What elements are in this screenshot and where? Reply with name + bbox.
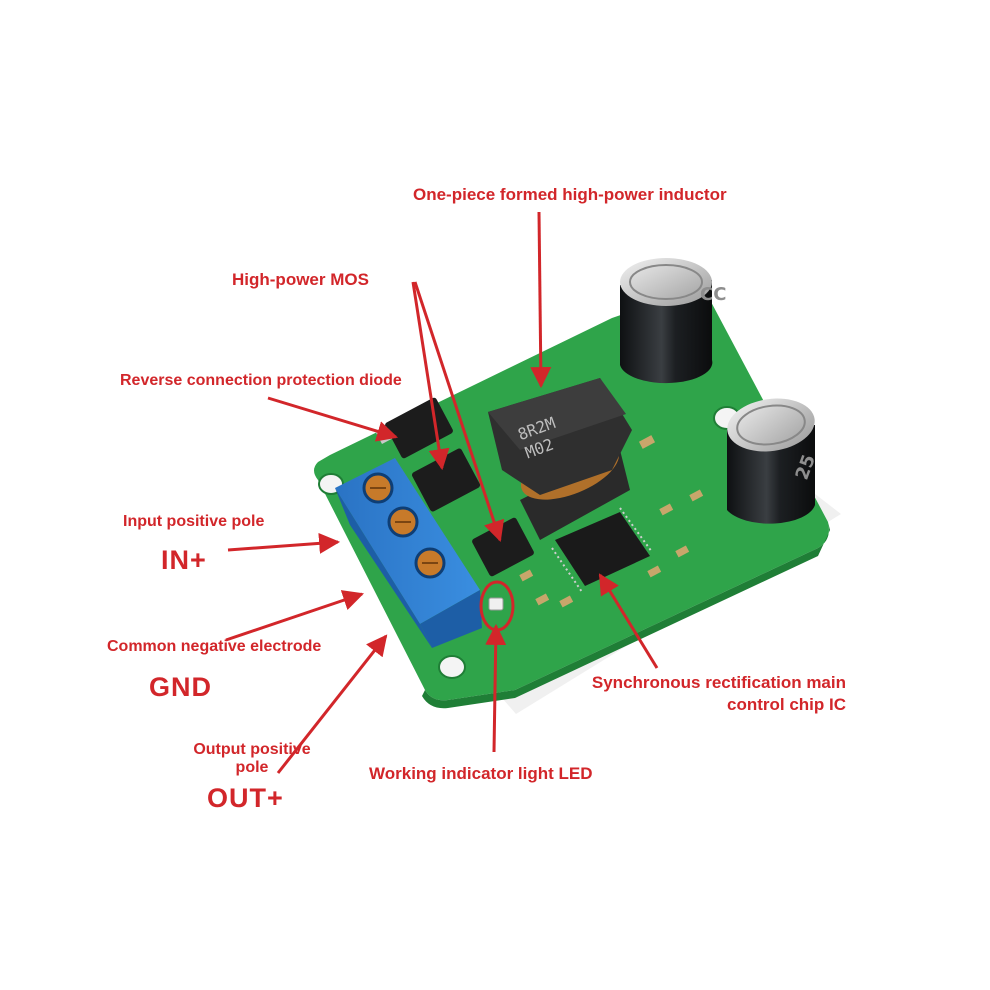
label-gnd: GND: [149, 672, 212, 702]
label-chip-line1: Synchronous rectification main: [591, 673, 846, 692]
callout-arrows: [225, 211, 659, 774]
mounting-hole: [438, 655, 466, 679]
label-diode: Reverse connection protection diode: [120, 372, 402, 389]
label-common-negative: Common negative electrode: [107, 638, 322, 655]
capacitor-2: 25: [727, 398, 820, 524]
label-output-pole-line2: pole: [235, 759, 269, 776]
arrow-led: [485, 623, 507, 753]
label-in-plus: IN+: [161, 545, 207, 575]
label-inductor: One-piece formed high-power inductor: [413, 185, 727, 204]
arrow-diode: [267, 396, 399, 442]
label-output-pole-line1: Output positive: [193, 741, 311, 758]
control-chip: [551, 507, 653, 593]
capacitor-1: CC: [620, 258, 726, 384]
arrow-input: [227, 532, 341, 554]
inductor: 8R2M M02: [488, 378, 632, 540]
label-chip-line2: control chip IC: [727, 695, 846, 714]
arrow-gnd: [225, 590, 364, 642]
label-input-pole: Input positive pole: [123, 513, 265, 530]
smd-components: [519, 435, 704, 608]
label-mos: High-power MOS: [232, 270, 369, 289]
capacitor-1-marking: CC: [700, 284, 726, 305]
terminal-block: [335, 458, 482, 648]
label-out-plus: OUT+: [207, 783, 284, 813]
arrow-inductor: [530, 211, 552, 389]
protection-diode: [385, 397, 453, 459]
label-led: Working indicator light LED: [369, 764, 593, 783]
indicator-led: [488, 597, 504, 611]
arrow-mos-2: [413, 281, 505, 542]
arrow-output: [276, 634, 388, 774]
arrow-chip: [598, 573, 659, 669]
arrow-mos-1: [411, 281, 450, 471]
